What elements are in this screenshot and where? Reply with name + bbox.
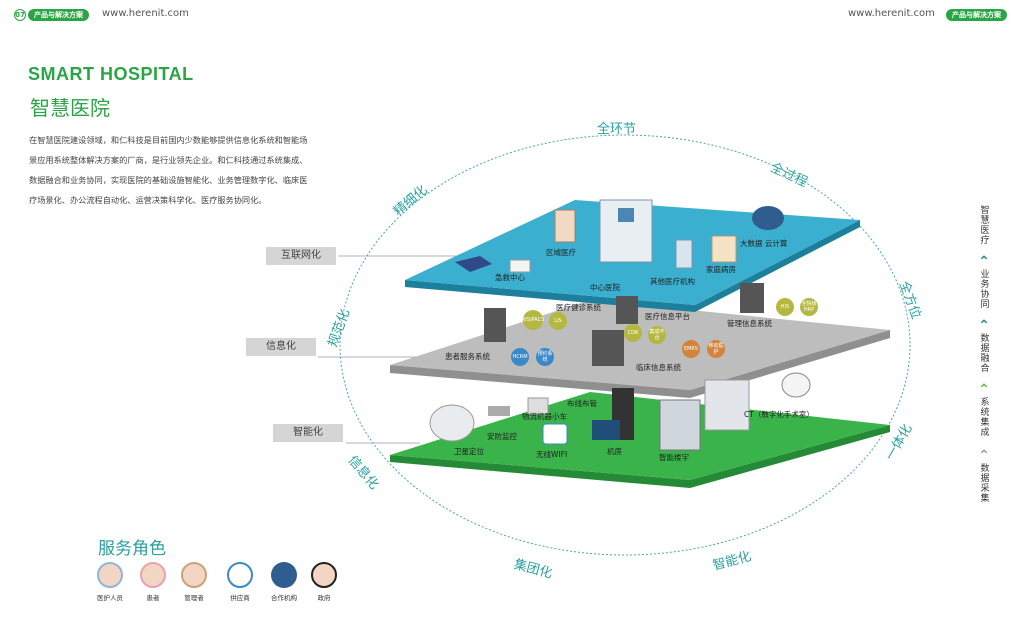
- operating-room-icon: [704, 379, 750, 431]
- page-number: 07: [14, 9, 26, 21]
- role-patient: 患者: [131, 562, 175, 602]
- circle-hrp: 全院级HRP: [800, 298, 818, 316]
- label-medical-info-platform: 医疗信息平台: [645, 312, 690, 321]
- middle-layer: [390, 300, 890, 390]
- label-clinical-info-system: 临床信息系统: [636, 363, 681, 372]
- label-logistics-robot: 物流机器小车: [522, 412, 567, 421]
- label-machine-room: 机房: [607, 447, 622, 456]
- circle-hcrm: HCRM: [511, 348, 529, 366]
- sidebar-item-business-collaboration[interactable]: 业务协同: [980, 270, 990, 310]
- label-regional-medical: 区域医疗: [546, 248, 576, 257]
- monitor-icon: [592, 420, 620, 440]
- bottom-layer-side: [390, 425, 890, 488]
- intro-line: 景应用系统整体解决方案的厂商，是行业领先企业。和仁科技通过系统集成、: [29, 155, 308, 165]
- label-emergency-center: 急救中心: [495, 273, 525, 282]
- label-satellite-positioning: 卫星定位: [454, 447, 484, 456]
- roles-title: 服务角色: [98, 539, 166, 559]
- intro-line: 数据融合和业务协同，实现医院的基础设施智能化、业务管理数字化、临床医: [29, 175, 308, 185]
- intro-paragraph: 在智慧医院建设领域，和仁科技是目前国内少数能够提供信息化系统和智能场 景应用系统…: [29, 130, 344, 210]
- intro-line: 疗场景化、办公流程自动化、运营决策科学化、医疗服务协同化。: [29, 195, 267, 205]
- chevron-up-icon: ⌃: [978, 254, 990, 270]
- circle-cdr: CDR: [624, 324, 642, 342]
- section-badge-right: 产品与解决方案: [946, 9, 1007, 21]
- server-icon: [740, 283, 764, 313]
- supplier-icon: [227, 562, 253, 588]
- label-management-system: 管理信息系统: [727, 319, 772, 328]
- chevron-up-icon: ⌃: [978, 382, 990, 398]
- circle-integration-platform: 集成平台: [648, 326, 666, 344]
- circle-ris-pacs: RIS/PACS: [522, 310, 544, 330]
- nurse-icon: [97, 562, 123, 588]
- label-diagnosis-system: 医疗健诊系统: [556, 303, 601, 312]
- cloud-icon: [752, 206, 784, 230]
- section-badge-left: 产品与解决方案: [28, 9, 89, 21]
- label-bigdata-cloud: 大数据 云计算: [740, 239, 788, 248]
- circle-his: HIS: [776, 298, 794, 316]
- ct-scanner-icon: [781, 372, 811, 398]
- layer-label-informatization: 信息化: [246, 338, 316, 356]
- sidebar-item-data-collection[interactable]: 数据采集: [980, 464, 990, 504]
- label-cabling: 布线布管: [567, 399, 597, 408]
- title-english: SMART HOSPITAL: [28, 64, 194, 84]
- circle-appointment: 预约系统: [536, 348, 554, 366]
- url-left[interactable]: www.herenit.com: [102, 8, 189, 19]
- ring-word: 全环节: [597, 122, 637, 137]
- role-manager: 管理者: [172, 562, 216, 602]
- layer-label-intelligence: 智能化: [273, 424, 343, 442]
- sidebar-title: 智慧医疗: [980, 206, 990, 246]
- label-ct-digital-or: CT（数字化手术室）: [744, 410, 814, 419]
- intro-line: 在智慧医院建设领域，和仁科技是目前国内少数能够提供信息化系统和智能场: [29, 135, 308, 145]
- label-home-ward: 家庭病房: [706, 265, 736, 274]
- server-icon: [592, 330, 624, 366]
- circle-lis: LIS: [549, 312, 567, 330]
- handshake-icon: [271, 562, 297, 588]
- role-government: 政府: [302, 562, 346, 602]
- ambulance-icon: [509, 259, 531, 273]
- camera-icon: [488, 406, 510, 416]
- sidebar-item-data-fusion[interactable]: 数据融合: [980, 334, 990, 374]
- label-security-monitoring: 安防监控: [487, 432, 517, 441]
- sidebar-item-system-integration[interactable]: 系统集成: [980, 398, 990, 438]
- role-medical-staff: 医护人员: [88, 562, 132, 602]
- label-wireless-wifi: 无线WIFI: [536, 450, 568, 459]
- home-building-icon: [711, 235, 737, 263]
- official-icon: [311, 562, 337, 588]
- label-central-hospital: 中心医院: [590, 283, 620, 292]
- label-other-institutions: 其他医疗机构: [650, 277, 695, 286]
- wifi-router-icon: [542, 423, 568, 445]
- chevron-up-icon: ⌃: [978, 448, 990, 464]
- bottom-layer: [390, 392, 890, 480]
- building-system-icon: [659, 399, 701, 451]
- robot-cart-icon: [527, 397, 549, 415]
- satellite-dish-icon: [429, 404, 475, 442]
- role-supplier: 供应商: [218, 562, 262, 602]
- server-icon: [484, 308, 506, 342]
- manager-icon: [181, 562, 207, 588]
- layer-label-internet: 互联网化: [266, 247, 336, 265]
- chevron-up-icon: ⌃: [978, 318, 990, 334]
- middle-layer-side: [390, 330, 890, 398]
- clinic-building-icon: [675, 239, 693, 269]
- helicopter-icon: [455, 256, 492, 272]
- label-patient-service-system: 患者服务系统: [445, 352, 490, 361]
- url-right[interactable]: www.herenit.com: [848, 8, 935, 19]
- patient-icon: [140, 562, 166, 588]
- circle-mobile-care: 移动医护: [707, 340, 725, 358]
- server-icon: [616, 296, 638, 324]
- circle-emrs: EMRS: [682, 340, 700, 358]
- role-partner: 合作机构: [262, 562, 306, 602]
- ring-dashed: [339, 134, 911, 556]
- title-chinese: 智慧医院: [30, 96, 110, 120]
- regional-building-icon: [554, 209, 576, 243]
- label-smart-building: 智能楼宇: [659, 453, 689, 462]
